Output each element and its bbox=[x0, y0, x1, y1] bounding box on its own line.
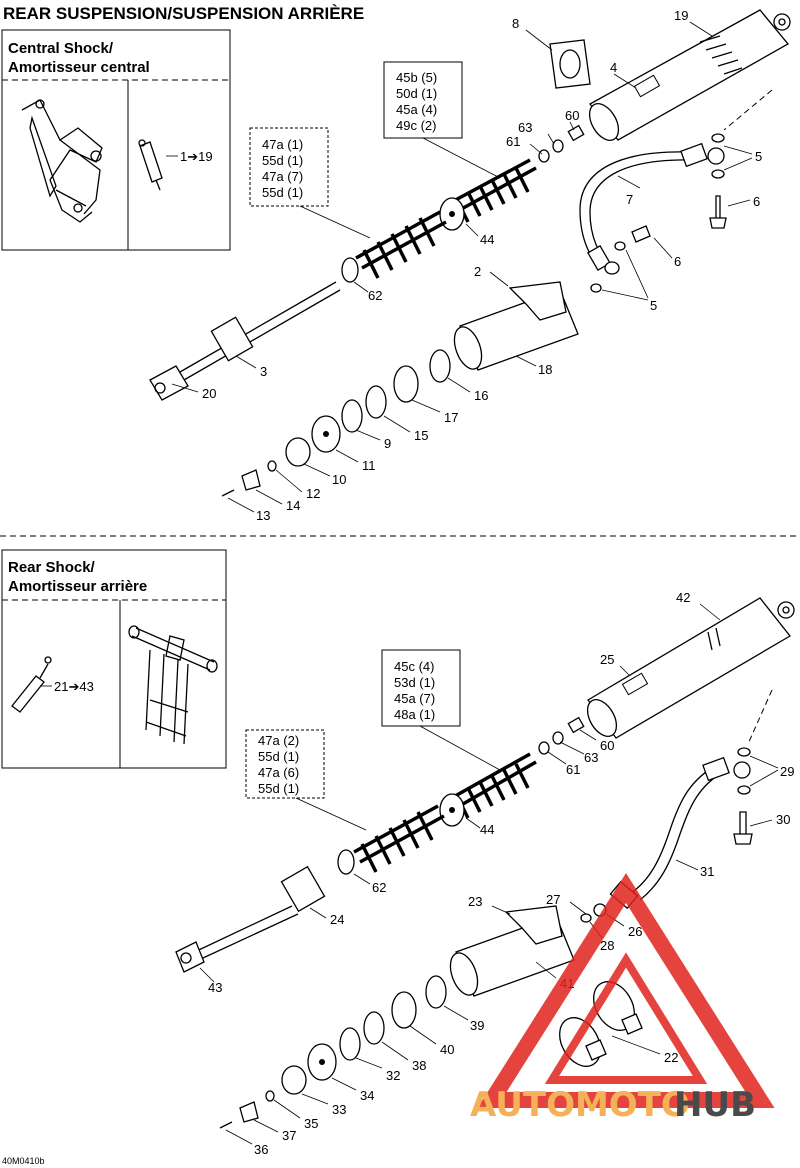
callout-5: 5 bbox=[755, 149, 762, 164]
callout-24: 24 bbox=[330, 912, 344, 927]
svg-text:55d (1): 55d (1) bbox=[258, 749, 299, 764]
central-shock-sketch bbox=[138, 139, 163, 191]
svg-text:55d (1): 55d (1) bbox=[258, 781, 299, 796]
kit-box-central-lower: 47a (1) 55d (1) 47a (7) 55d (1) bbox=[249, 127, 371, 239]
callout-34: 34 bbox=[360, 1088, 374, 1103]
callout-7: 7 bbox=[626, 192, 633, 207]
callout-9: 9 bbox=[384, 436, 391, 451]
callout-25: 25 bbox=[600, 652, 614, 667]
callout-12: 12 bbox=[306, 486, 320, 501]
svg-text:47a (1): 47a (1) bbox=[262, 137, 303, 152]
automotohub-watermark: AUTOMOTO HUB bbox=[470, 873, 775, 1125]
callout-40: 40 bbox=[440, 1042, 454, 1057]
callout-62: 62 bbox=[368, 288, 382, 303]
callout-35: 35 bbox=[304, 1116, 318, 1131]
callout-30: 30 bbox=[776, 812, 790, 827]
callout-43: 43 bbox=[208, 980, 222, 995]
central-leader-lines bbox=[171, 21, 773, 513]
svg-text:47a (2): 47a (2) bbox=[258, 733, 299, 748]
central-callouts: 8 4 19 60 63 61 5 7 6 6 5 44 62 2 18 16 … bbox=[202, 8, 762, 523]
svg-text:47a (6): 47a (6) bbox=[258, 765, 299, 780]
callout-60: 60 bbox=[565, 108, 579, 123]
callout-14: 14 bbox=[286, 498, 300, 513]
rear-frame-sketch bbox=[128, 625, 218, 745]
watermark-text-hub: HUB bbox=[674, 1085, 756, 1125]
callout-63b: 63 bbox=[584, 750, 598, 765]
central-shock-inset: Central Shock/ Amortisseur central 1➔19 bbox=[1, 29, 231, 251]
callout-28: 28 bbox=[600, 938, 614, 953]
rear-shock-parts bbox=[175, 597, 795, 1129]
callout-11: 11 bbox=[362, 458, 376, 473]
callout-16: 16 bbox=[474, 388, 488, 403]
callout-10: 10 bbox=[332, 472, 346, 487]
callout-39: 39 bbox=[470, 1018, 484, 1033]
central-range-label: 1➔19 bbox=[180, 149, 213, 164]
svg-text:48a (1): 48a (1) bbox=[394, 707, 435, 722]
callout-31: 31 bbox=[700, 864, 714, 879]
kit-box-central-upper: 45b (5) 50d (1) 45a (4) 49c (2) bbox=[383, 61, 501, 179]
callout-42: 42 bbox=[676, 590, 690, 605]
callout-5b: 5 bbox=[650, 298, 657, 313]
callout-6: 6 bbox=[753, 194, 760, 209]
svg-text:45b (5): 45b (5) bbox=[396, 70, 437, 85]
svg-text:55d (1): 55d (1) bbox=[262, 153, 303, 168]
svg-text:45a (7): 45a (7) bbox=[394, 691, 435, 706]
callout-3: 3 bbox=[260, 364, 267, 379]
callout-44: 44 bbox=[480, 232, 494, 247]
watermark-text-automoto: AUTOMOTO bbox=[470, 1085, 690, 1125]
callout-15: 15 bbox=[414, 428, 428, 443]
central-frame-sketch bbox=[21, 99, 103, 223]
callout-37: 37 bbox=[282, 1128, 296, 1143]
central-shock-parts bbox=[149, 9, 791, 497]
central-box-title-en: Central Shock/ bbox=[8, 40, 114, 57]
rear-shock-sketch bbox=[11, 656, 52, 713]
callout-61b: 61 bbox=[566, 762, 580, 777]
rear-range-label: 21➔43 bbox=[54, 679, 94, 694]
central-box-title-fr: Amortisseur central bbox=[8, 59, 150, 76]
svg-text:45c (4): 45c (4) bbox=[394, 659, 434, 674]
svg-text:50d (1): 50d (1) bbox=[396, 86, 437, 101]
rear-box-title-en: Rear Shock/ bbox=[8, 559, 96, 576]
callout-44b: 44 bbox=[480, 822, 494, 837]
kit-box-rear-upper: 45c (4) 53d (1) 45a (7) 48a (1) bbox=[381, 649, 501, 771]
svg-text:55d (1): 55d (1) bbox=[262, 185, 303, 200]
callout-6b: 6 bbox=[674, 254, 681, 269]
svg-text:53d (1): 53d (1) bbox=[394, 675, 435, 690]
callout-62b: 62 bbox=[372, 880, 386, 895]
callout-38: 38 bbox=[412, 1058, 426, 1073]
callout-32: 32 bbox=[386, 1068, 400, 1083]
callout-36: 36 bbox=[254, 1142, 268, 1157]
callout-33: 33 bbox=[332, 1102, 346, 1117]
callout-13: 13 bbox=[256, 508, 270, 523]
kit-box-rear-lower: 47a (2) 55d (1) 47a (6) 55d (1) bbox=[245, 729, 367, 831]
rear-shock-inset: Rear Shock/ Amortisseur arrière 21➔43 bbox=[1, 549, 227, 769]
callout-8: 8 bbox=[512, 16, 519, 31]
svg-text:49c (2): 49c (2) bbox=[396, 118, 436, 133]
callout-2: 2 bbox=[474, 264, 481, 279]
callout-60b: 60 bbox=[600, 738, 614, 753]
callout-23: 23 bbox=[468, 894, 482, 909]
callout-4: 4 bbox=[610, 60, 617, 75]
callout-27: 27 bbox=[546, 892, 560, 907]
callout-18: 18 bbox=[538, 362, 552, 377]
callout-19: 19 bbox=[674, 8, 688, 23]
callout-26: 26 bbox=[628, 924, 642, 939]
callout-17: 17 bbox=[444, 410, 458, 425]
callout-63: 63 bbox=[518, 120, 532, 135]
figure-code: 40M0410b bbox=[2, 1156, 45, 1166]
callout-61: 61 bbox=[506, 134, 520, 149]
svg-text:47a (7): 47a (7) bbox=[262, 169, 303, 184]
callout-20: 20 bbox=[202, 386, 216, 401]
rear-box-title-fr: Amortisseur arrière bbox=[8, 578, 147, 595]
callout-22: 22 bbox=[664, 1050, 678, 1065]
callout-29: 29 bbox=[780, 764, 794, 779]
svg-text:45a (4): 45a (4) bbox=[396, 102, 437, 117]
page-title: REAR SUSPENSION/SUSPENSION ARRIÈRE bbox=[3, 4, 364, 23]
